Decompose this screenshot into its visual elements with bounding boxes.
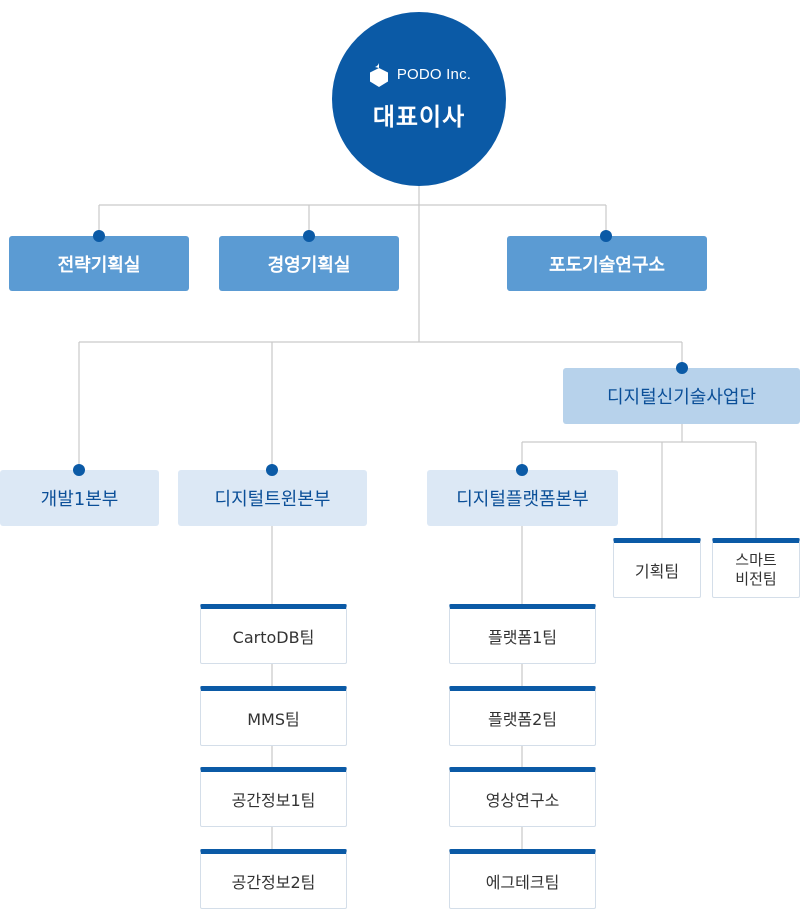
company-logo: PODO Inc. <box>367 61 471 89</box>
connector-dot <box>266 464 278 476</box>
division-dev1: 개발1본부 <box>0 470 159 526</box>
grape-logo-icon <box>369 62 388 87</box>
division-digital-newtech: 디지털신기술사업단 <box>563 368 800 424</box>
company-name: PODO Inc. <box>396 66 472 83</box>
team-video-lab: 영상연구소 <box>449 767 596 827</box>
team-platform-1: 플랫폼1팀 <box>449 604 596 664</box>
team-smart-vision: 스마트 비전팀 <box>712 538 800 598</box>
connector-dot <box>73 464 85 476</box>
connector-dot <box>303 230 315 242</box>
connector-dot <box>600 230 612 242</box>
team-spatial-info-2: 공간정보2팀 <box>200 849 347 909</box>
connector-dot <box>516 464 528 476</box>
connector-dot <box>93 230 105 242</box>
team-planning: 기획팀 <box>613 538 701 598</box>
division-digital-platform: 디지털플랫폼본부 <box>427 470 618 526</box>
team-smart-vision-line1: 스마트 <box>735 550 777 569</box>
team-agtech: 에그테크팀 <box>449 849 596 909</box>
staff-management-planning: 경영기획실 <box>219 236 399 291</box>
team-smart-vision-line2: 비전팀 <box>735 570 777 588</box>
team-mms: MMS팀 <box>200 686 347 746</box>
connector-dot <box>676 362 688 374</box>
ceo-node: PODO Inc. 대표이사 <box>332 12 506 186</box>
team-cartodb: CartoDB팀 <box>200 604 347 664</box>
team-platform-2: 플랫폼2팀 <box>449 686 596 746</box>
division-digital-twin: 디지털트윈본부 <box>178 470 367 526</box>
staff-strategy-planning: 전략기획실 <box>9 236 189 291</box>
ceo-title: 대표이사 <box>372 102 466 131</box>
staff-podo-research-lab: 포도기술연구소 <box>507 236 707 291</box>
team-spatial-info-1: 공간정보1팀 <box>200 767 347 827</box>
